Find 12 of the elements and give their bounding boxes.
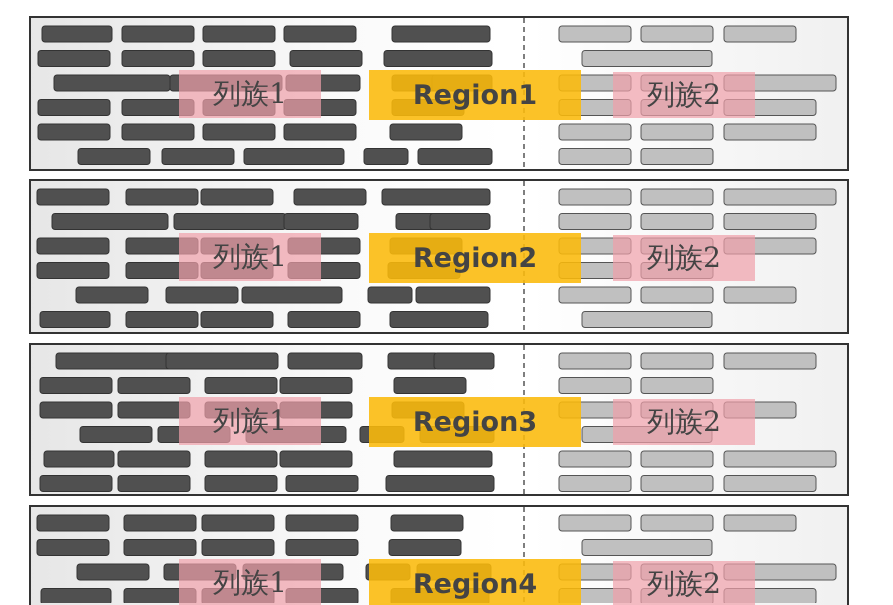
column-family-label: 列族1 <box>179 559 321 605</box>
column-family-label: 列族2 <box>613 235 755 281</box>
column-family-label: 列族2 <box>613 399 755 445</box>
column-family-label: 列族2 <box>613 72 755 118</box>
region-label: Region1 <box>369 70 581 120</box>
column-family-label: 列族1 <box>179 70 321 118</box>
region-label: Region2 <box>369 233 581 283</box>
region-label: Region4 <box>369 559 581 605</box>
region-label: Region3 <box>369 397 581 447</box>
column-family-label: 列族1 <box>179 233 321 281</box>
column-family-label: 列族2 <box>613 561 755 605</box>
column-family-label: 列族1 <box>179 397 321 445</box>
